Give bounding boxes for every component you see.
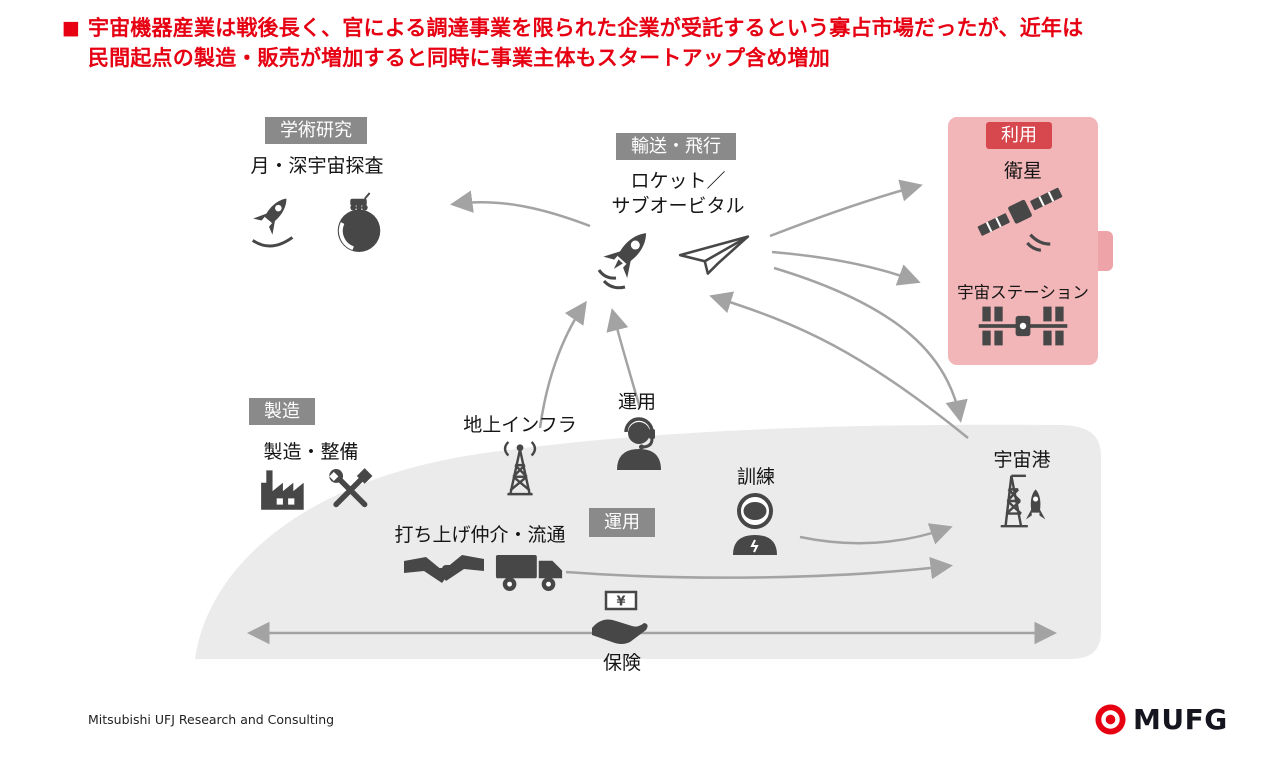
satellite-icon-wrap: [972, 180, 1068, 260]
launch-broker-label: 打ち上げ仲介・流通: [394, 524, 566, 546]
moon-rover-icon: [337, 192, 381, 253]
tag-academic-research: 学術研究: [265, 117, 367, 144]
tools-icon: [329, 468, 373, 508]
page-title: ■ 宇宙機器産業は戦後長く、官による調達事業を限られた企業が受託するという寡占市…: [62, 13, 1232, 73]
spaceport-label: 宇宙港: [993, 449, 1051, 471]
training-icon-wrap: [725, 489, 785, 559]
academic-icons: [245, 192, 389, 254]
astronaut-icon: [733, 493, 777, 555]
mufg-logo-icon: [1095, 704, 1126, 735]
satellite-icon: [977, 187, 1063, 252]
tag-transport-label: 輸送・飛行: [631, 136, 721, 157]
transport-icons: [597, 222, 752, 294]
title-bullet-icon: ■: [62, 17, 80, 39]
ground-infra-icon-wrap: [494, 440, 546, 502]
factory-icon: [261, 470, 304, 510]
launch-broker-icons: [402, 549, 566, 595]
spaceplane-icon: [678, 235, 750, 275]
brand-lockup: MUFG: [1094, 703, 1228, 736]
rocket-large-icon: [597, 233, 647, 290]
training-label: 訓練: [736, 466, 775, 488]
ground-infra-label: 地上インフラ: [463, 414, 577, 436]
spaceport-icon-wrap: [992, 470, 1054, 536]
transport-label-line2: サブオービタル: [611, 195, 745, 217]
title-line-1: 宇宙機器産業は戦後長く、官による調達事業を限られた企業が受託するという寡占市場だ…: [87, 16, 1084, 40]
transport-label-line1: ロケット／: [630, 170, 726, 192]
title-line-2: 民間起点の製造・販売が増加すると同時に事業主体もスタートアップ含め増加: [87, 46, 830, 70]
launch-tower-icon: [1000, 474, 1046, 528]
manufacturing-label: 製造・整備: [263, 441, 359, 463]
tag-manufacturing-label: 製造: [264, 401, 300, 422]
station-icon-wrap: [973, 302, 1073, 354]
manufacturing-icons: [258, 464, 374, 512]
antenna-icon: [503, 441, 537, 496]
truck-icon: [495, 554, 563, 591]
space-station-icon: [978, 306, 1068, 346]
insurance-icon-wrap: ¥: [588, 590, 654, 650]
satellite-label: 衛星: [1003, 160, 1042, 182]
use-panel-tab: [1096, 231, 1113, 271]
tag-manufacturing: 製造: [249, 398, 315, 425]
insurance-label: 保険: [602, 652, 641, 674]
tag-operation: 運用: [589, 508, 655, 537]
rocket-small-icon: [251, 198, 294, 248]
tag-usage: 利用: [986, 122, 1052, 149]
yen-symbol: ¥: [616, 595, 625, 610]
handshake-icon: [404, 555, 484, 583]
footer-company-name: Mitsubishi UFJ Research and Consulting: [88, 712, 335, 727]
tag-transport-flight: 輸送・飛行: [616, 133, 736, 160]
brand-text: MUFG: [1133, 703, 1228, 736]
operation-icon-wrap: [610, 416, 668, 474]
station-label: 宇宙ステーション: [957, 283, 1089, 302]
transport-label: ロケット／ サブオービタル: [598, 169, 758, 219]
operator-headset-icon: [617, 417, 661, 470]
operation-upper-label: 運用: [617, 391, 656, 413]
tag-academic-label: 学術研究: [280, 120, 352, 141]
hand-money-icon: ¥: [592, 590, 648, 644]
tag-operation-label: 運用: [604, 512, 640, 533]
tag-usage-label: 利用: [1001, 125, 1037, 146]
academic-label: 月・深宇宙探査: [250, 155, 384, 177]
